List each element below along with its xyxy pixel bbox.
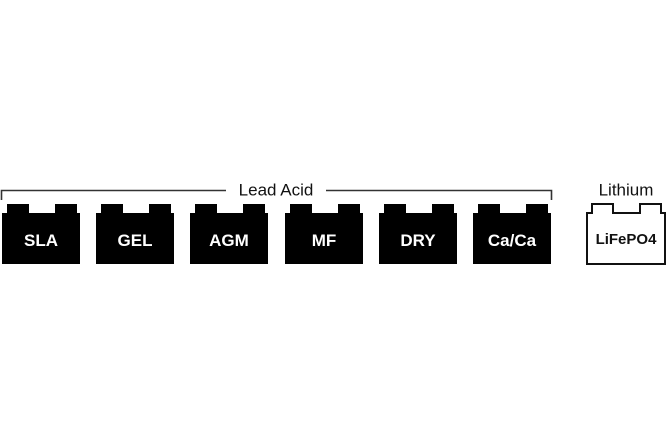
lead-acid-bracket	[0, 189, 553, 200]
battery-gel: GEL	[96, 204, 174, 264]
battery-lifepo4: LiFePO4	[586, 203, 666, 265]
battery-icon	[2, 204, 80, 264]
battery-dry: DRY	[379, 204, 457, 264]
battery-label: DRY	[400, 231, 436, 250]
battery-label: AGM	[209, 231, 249, 250]
battery-label: MF	[312, 231, 337, 250]
battery-agm: AGM	[190, 204, 268, 264]
battery-mf: MF	[285, 204, 363, 264]
battery-icon	[473, 204, 551, 264]
battery-ca-ca: Ca/Ca	[473, 204, 551, 264]
battery-icon	[379, 204, 457, 264]
battery-icon	[190, 204, 268, 264]
battery-label: SLA	[24, 231, 58, 250]
battery-sla: SLA	[2, 204, 80, 264]
battery-outline-icon	[586, 203, 666, 265]
lithium-label: Lithium	[599, 181, 654, 200]
battery-label: GEL	[118, 231, 153, 250]
battery-icon	[285, 204, 363, 264]
battery-label: Ca/Ca	[488, 231, 537, 250]
battery-icon	[96, 204, 174, 264]
battery-label: LiFePO4	[596, 231, 658, 248]
lead-acid-label: Lead Acid	[239, 181, 314, 200]
